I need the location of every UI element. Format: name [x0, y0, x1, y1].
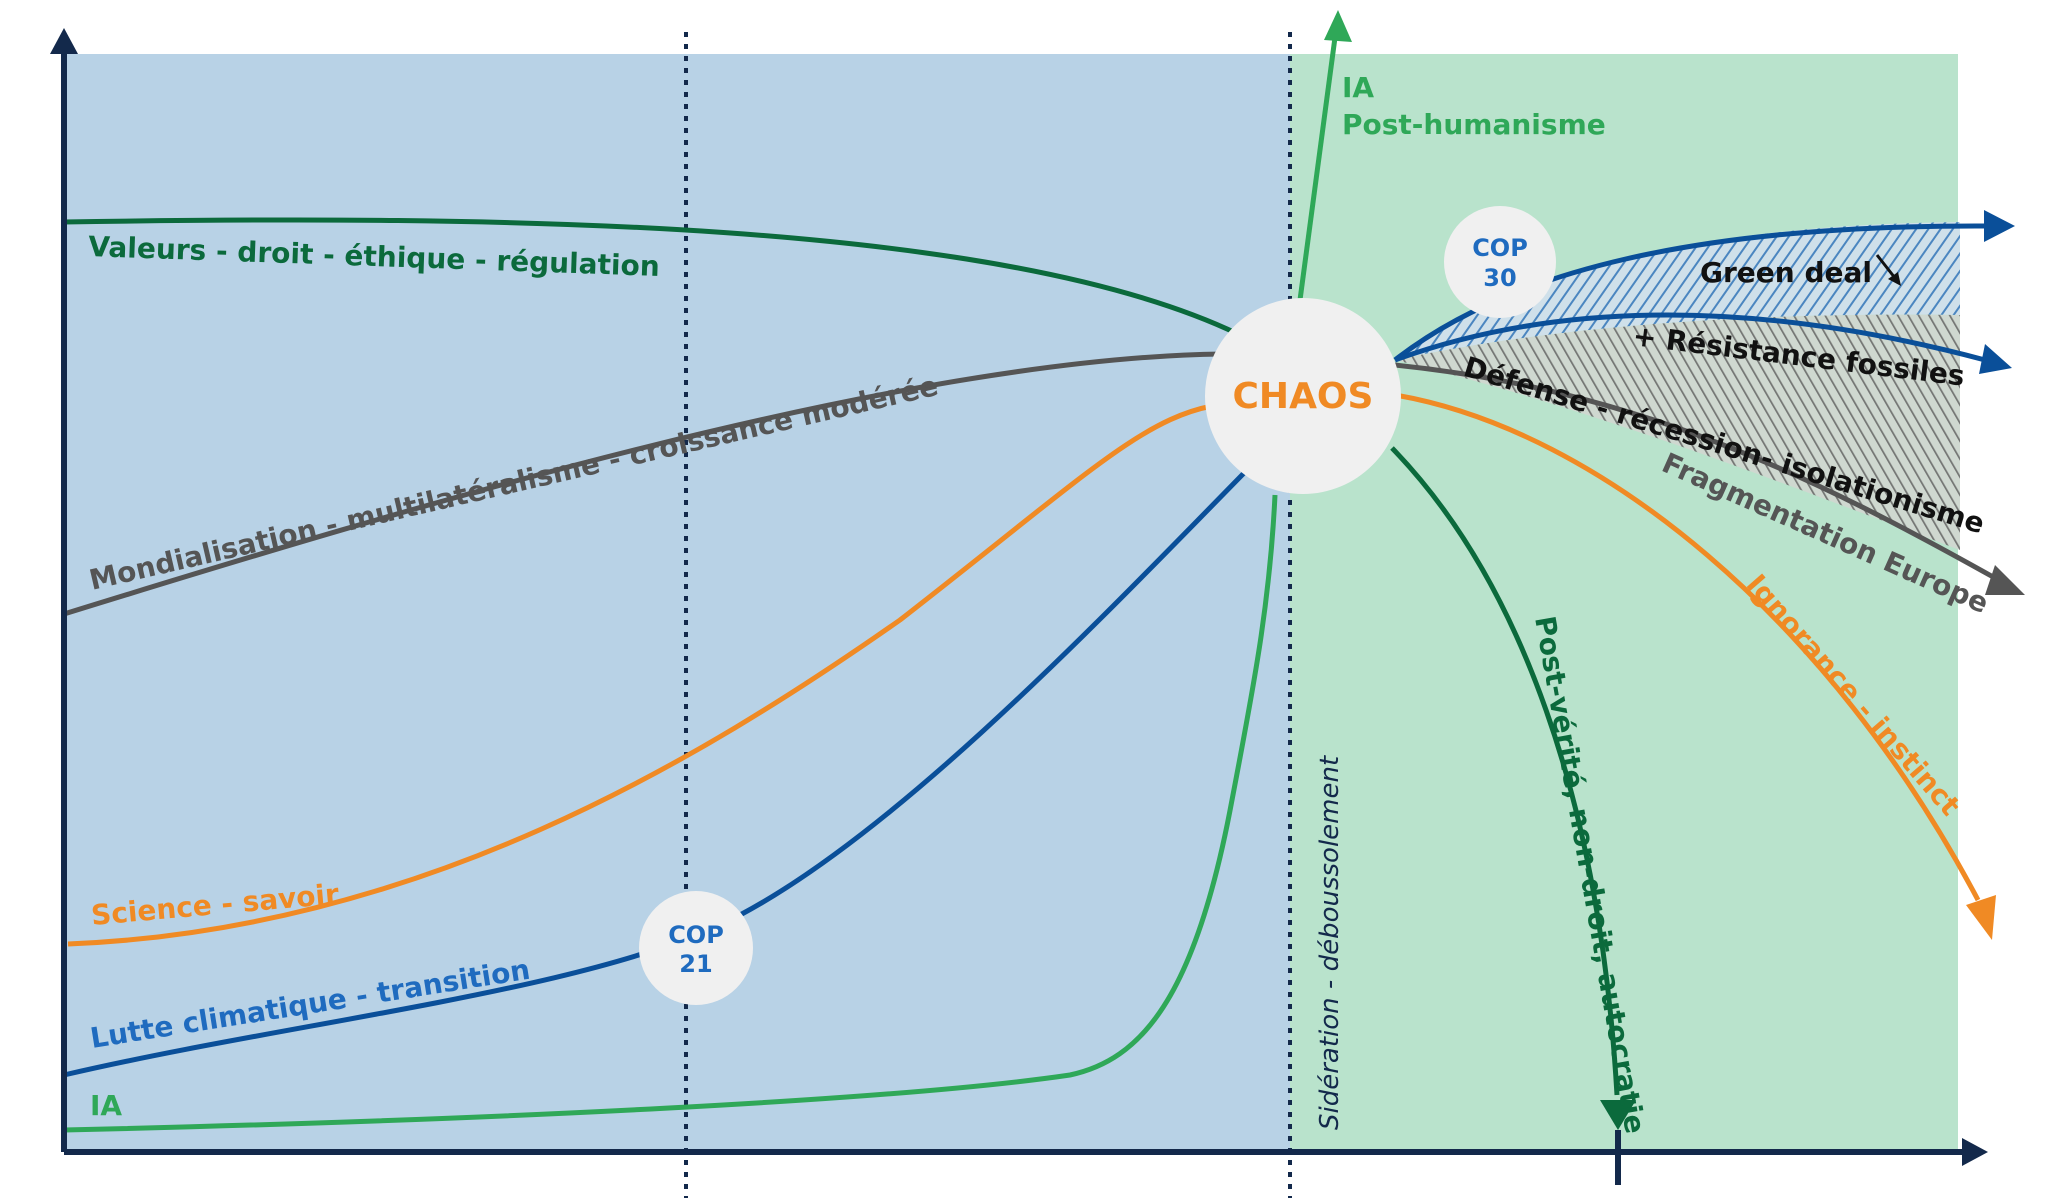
post-verite-arrowhead: [1600, 1100, 1636, 1130]
cop30-badge-line2: 30: [1483, 264, 1516, 292]
chaos-circle: [1205, 298, 1401, 494]
ia-post-humanisme-arrowhead: [1324, 10, 1352, 42]
cop21-badge-line2: 21: [679, 950, 712, 978]
y-axis-arrowhead: [50, 28, 78, 54]
cop21-badge: [639, 891, 753, 1005]
mondialisation-curve: [63, 351, 1223, 617]
ia-post-humanisme-arrow: [1297, 29, 1339, 301]
valeurs-curve: [63, 217, 1240, 337]
fragmentation-arrowhead: [1985, 565, 2025, 595]
green-deal-small-arrow: [1875, 254, 1897, 279]
green-deal-small-arrowhead: [1888, 272, 1901, 286]
green-deal-label: Green deal: [1700, 256, 1872, 289]
resistance-arrowhead: [1979, 344, 2012, 374]
siderations-label: Sidération - déboussolement: [1315, 755, 1345, 1130]
ignorance-arrowhead: [1966, 895, 1996, 940]
post-verite-curve: [1390, 446, 1620, 1096]
fragmentation-curve: [1394, 362, 1997, 581]
resistance-curve: [1394, 312, 1986, 363]
resistance-hatched-area: [1395, 314, 1960, 550]
green-deal-curve: [1393, 223, 1986, 362]
cop30-badge-line1: COP: [1472, 234, 1528, 262]
science-curve: [67, 403, 1213, 947]
green-deal-arrowhead: [1984, 210, 2015, 242]
ia-top-label-line1: IA: [1342, 71, 1374, 104]
x-axis-arrowhead: [1962, 1138, 1988, 1166]
chaos-label: CHAOS: [1233, 376, 1374, 417]
ia-top-label-line2: Post-humanisme: [1342, 108, 1606, 141]
cop21-badge-line1: COP: [668, 921, 724, 949]
cop30-badge: [1444, 206, 1556, 318]
ia-left-label: IA: [90, 1089, 122, 1122]
ia-curve: [63, 494, 1278, 1133]
ignorance-curve: [1394, 392, 1981, 902]
